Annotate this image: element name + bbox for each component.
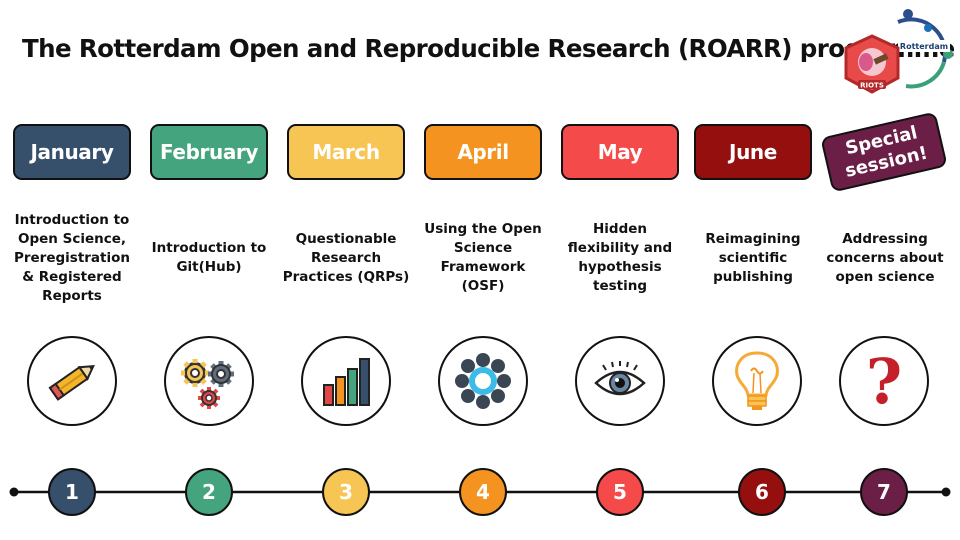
topic-february: Introduction to Git(Hub)	[151, 240, 267, 275]
logo-riots-text: RIOTS	[860, 82, 884, 90]
step-7: 7	[860, 468, 908, 516]
eye-icon	[594, 361, 646, 396]
lightbulb-icon	[735, 351, 779, 410]
month-february: February	[150, 124, 268, 180]
month-march: March	[287, 124, 405, 180]
step-6: 6	[738, 468, 786, 516]
topic-june: Reimagining scientific publishing	[705, 230, 801, 285]
gears-icon	[181, 359, 234, 409]
month-january: January	[13, 124, 131, 180]
step-3: 3	[322, 468, 370, 516]
osf-icon	[455, 353, 511, 409]
step-4: 4	[459, 468, 507, 516]
topic-may: Hidden flexibility and hypothesis testin…	[567, 221, 673, 294]
icon-circle-2	[164, 336, 254, 426]
timeline-start-dot	[9, 487, 19, 497]
bar-chart-icon	[323, 358, 370, 406]
icon-circle-7: ?	[839, 336, 929, 426]
icon-circle-4	[438, 336, 528, 426]
svg-text:?: ?	[866, 349, 902, 413]
month-may: May	[561, 124, 679, 180]
step-1: 1	[48, 468, 96, 516]
topic-march: Questionable Research Practices (QRPs)	[282, 230, 410, 285]
step-2: 2	[185, 468, 233, 516]
step-5: 5	[596, 468, 644, 516]
month-april: April	[424, 124, 542, 180]
pencil-icon	[48, 364, 95, 401]
topic-january: Introduction to Open Science, Preregistr…	[13, 211, 131, 304]
timeline-end-dot	[941, 487, 951, 497]
rotterdam-riots-logo: Rotterdam RIOTS	[844, 9, 953, 94]
icon-circle-5	[575, 336, 665, 426]
page-title: The Rotterdam Open and Reproducible Rese…	[22, 34, 955, 63]
topic-special: Addressing concerns about open science	[826, 230, 944, 285]
icon-circle-1	[27, 336, 117, 426]
icon-circle-6	[712, 336, 802, 426]
month-june: June	[694, 124, 812, 180]
logo-rotterdam-text: Rotterdam	[900, 42, 948, 51]
icon-circle-3	[301, 336, 391, 426]
question-mark-icon: ?	[866, 349, 902, 413]
topic-april: Using the Open Science Framework (OSF)	[424, 221, 542, 294]
